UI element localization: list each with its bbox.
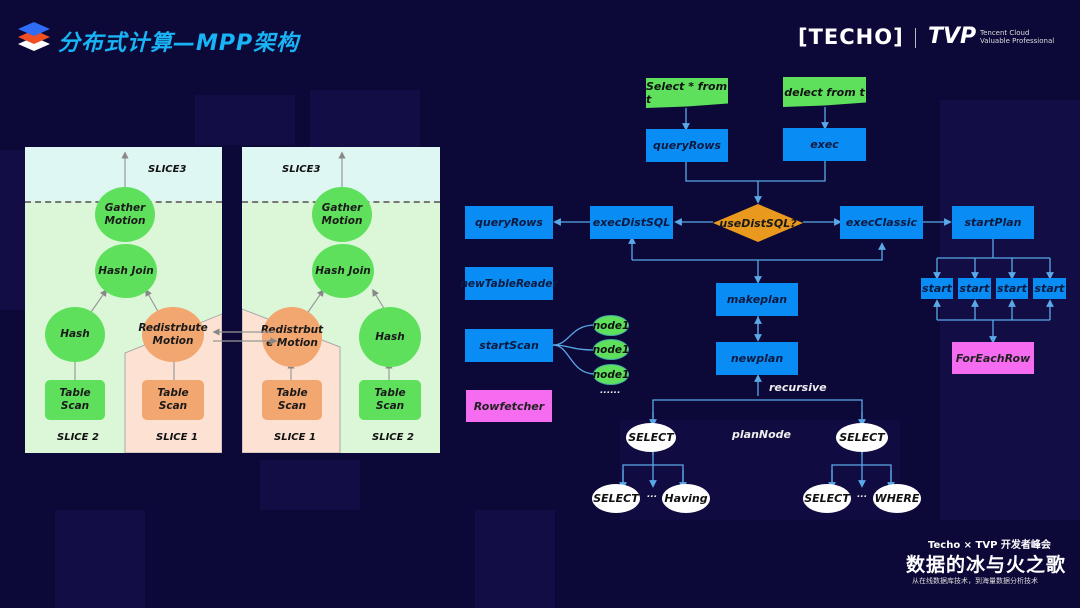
usedistsql-label: useDistSQL? bbox=[719, 216, 797, 230]
event-subtitle: 从在线数据库技术，到海量数据分析技术 bbox=[912, 577, 1038, 585]
table-scan-node: Table Scan bbox=[359, 380, 421, 420]
bg-tile bbox=[195, 95, 295, 145]
execclassic-node: execClassic bbox=[840, 206, 923, 239]
table-scan-node: Table Scan bbox=[262, 380, 322, 420]
mpp-panel-right: SLICE3 Gather Motion Hash Join Redistrbu… bbox=[242, 147, 440, 453]
sql-note-select: Select * from t bbox=[646, 78, 728, 108]
bg-tile bbox=[260, 460, 360, 510]
bg-tile bbox=[310, 90, 420, 150]
select-child-node: SELECT bbox=[803, 484, 851, 513]
event-headline: 数据的冰与火之歌 bbox=[906, 554, 1067, 576]
select-child-node: SELECT bbox=[592, 484, 640, 513]
hash-node: Hash bbox=[45, 307, 105, 362]
table-scan-node: Table Scan bbox=[142, 380, 204, 420]
tvp-subtitle-line1: Tencent Cloud bbox=[980, 29, 1030, 37]
mpp-panel-left: SLICE3 Gather Motion Hash Join Hash Redi… bbox=[25, 147, 222, 453]
newplan-node: newplan bbox=[716, 342, 798, 375]
slice1-label: SLICE 1 bbox=[274, 432, 316, 443]
start-node: start bbox=[958, 278, 991, 299]
slice2-label: SLICE 2 bbox=[372, 432, 414, 443]
usedistsql-decision bbox=[713, 204, 803, 242]
exec-node: exec bbox=[783, 128, 866, 161]
slice1-label: SLICE 1 bbox=[156, 432, 198, 443]
worker-node: node1 bbox=[593, 364, 629, 385]
tvp-subtitle-line2: Valuable Professional bbox=[980, 37, 1055, 45]
hash-join-node: Hash Join bbox=[312, 244, 374, 298]
slice3-label: SLICE3 bbox=[282, 164, 321, 175]
execdistsql-node: execDistSQL bbox=[590, 206, 673, 239]
techo-logo: [TECHO] bbox=[798, 25, 904, 49]
bg-tile bbox=[55, 510, 145, 608]
queryrows-left-node: queryRows bbox=[465, 206, 553, 239]
gather-motion-node: Gather Motion bbox=[312, 187, 372, 242]
redistribute-motion-node: Redistrbute Motion bbox=[138, 307, 208, 362]
child-ellipsis: ... bbox=[857, 490, 868, 500]
hash-join-node: Hash Join bbox=[95, 244, 157, 298]
makeplan-node: makeplan bbox=[716, 283, 798, 316]
recursive-label: recursive bbox=[769, 381, 827, 394]
start-node: start bbox=[996, 278, 1028, 299]
page-title: 分布式计算—MPP架构 bbox=[58, 31, 300, 56]
plannode-label: planNode bbox=[732, 428, 791, 441]
layers-logo-icon bbox=[18, 22, 50, 51]
queryrows-top-node: queryRows bbox=[646, 129, 728, 162]
gather-motion-node: Gather Motion bbox=[95, 187, 155, 242]
table-scan-node: Table Scan bbox=[45, 380, 105, 420]
select-plan-node: SELECT bbox=[836, 423, 888, 452]
hash-node: Hash bbox=[359, 307, 421, 367]
startplan-node: startPlan bbox=[952, 206, 1034, 239]
slice3-label: SLICE3 bbox=[148, 164, 187, 175]
where-child-node: WHERE bbox=[873, 484, 921, 513]
slice2-label: SLICE 2 bbox=[57, 432, 99, 443]
worker-node: node1 bbox=[593, 339, 629, 360]
sql-note-delete: delect from t bbox=[783, 77, 866, 107]
start-node: start bbox=[1033, 278, 1066, 299]
having-child-node: Having bbox=[662, 484, 710, 513]
worker-node: node1 bbox=[593, 315, 629, 336]
event-label: Techo × TVP 开发者峰会 bbox=[928, 540, 1051, 551]
start-node: start bbox=[921, 278, 953, 299]
rowfetcher-node: Rowfetcher bbox=[466, 390, 552, 422]
tvp-subtitle: Tencent Cloud Valuable Professional bbox=[980, 29, 1054, 45]
select-plan-node: SELECT bbox=[626, 423, 676, 452]
startscan-node: startScan bbox=[465, 329, 553, 362]
more-nodes-ellipsis: ...... bbox=[600, 386, 621, 396]
redistribute-motion-node: Redistrbut e Motion bbox=[261, 307, 323, 367]
bg-tile bbox=[475, 510, 555, 608]
child-ellipsis: ... bbox=[647, 490, 658, 500]
newtablereader-node: newTableReader bbox=[460, 267, 558, 300]
foreachrow-node: ForEachRow bbox=[952, 342, 1034, 374]
tvp-logo: TVP bbox=[928, 24, 977, 49]
brand-divider bbox=[915, 28, 916, 48]
bg-tile bbox=[940, 100, 1080, 520]
